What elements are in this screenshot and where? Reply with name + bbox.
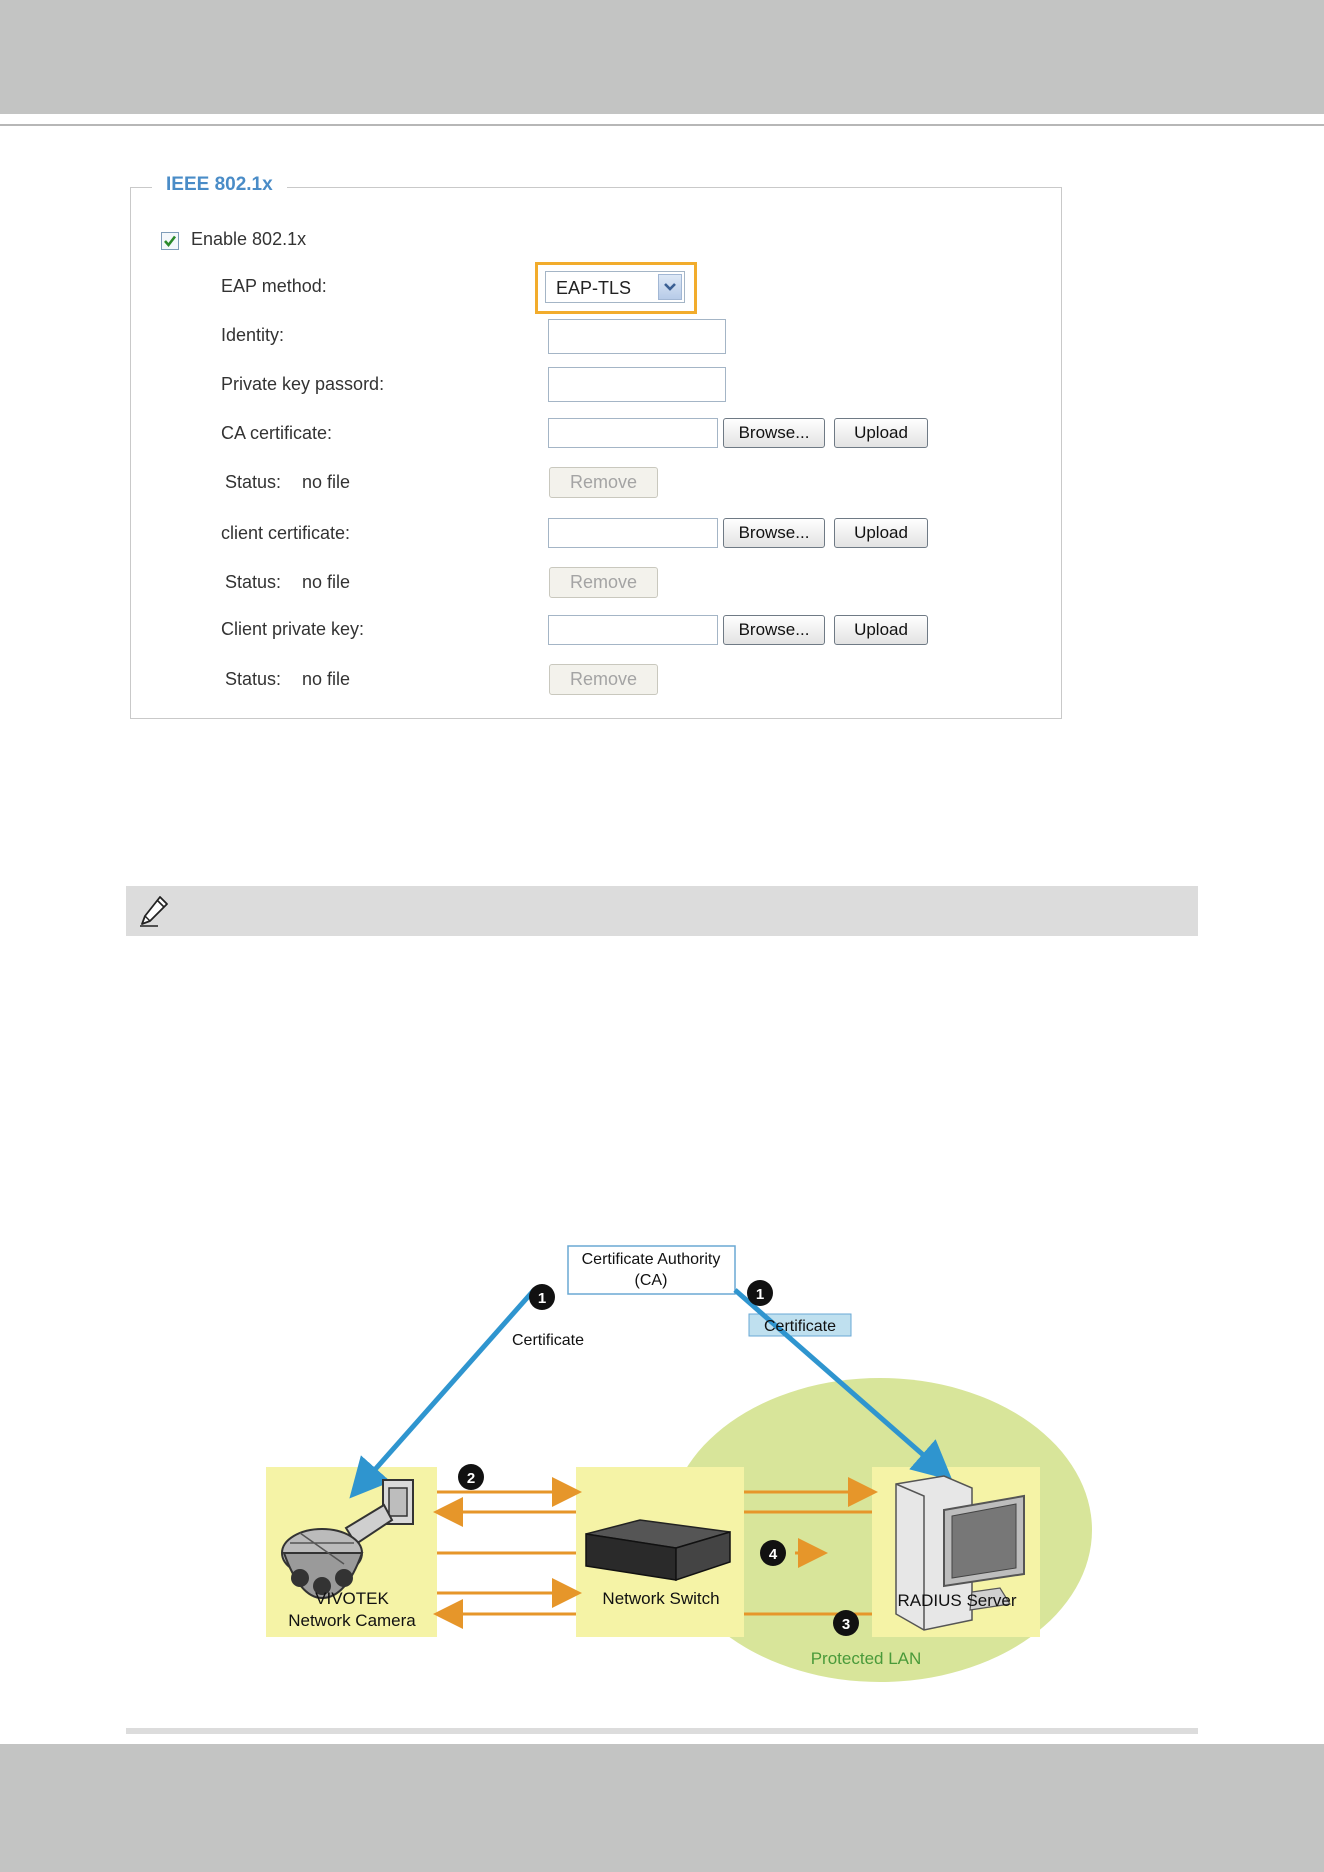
ca-certificate-label: CA certificate:	[221, 423, 333, 443]
camera-label-line2: Network Camera	[288, 1611, 416, 1630]
ca-status-label: Status:	[225, 472, 282, 492]
step-1-left-number: 1	[538, 1290, 546, 1307]
client-key-browse-button[interactable]: Browse...	[723, 615, 825, 645]
ca-certificate-file-input[interactable]	[548, 418, 718, 448]
client-certificate-label: client certificate:	[221, 523, 351, 543]
radius-server-icon	[895, 1475, 1025, 1631]
step-1-left-badge	[529, 1284, 555, 1310]
private-key-password-label: Private key passord:	[221, 374, 385, 394]
client-key-status-value: no file	[302, 669, 351, 689]
client-key-upload-button[interactable]: Upload	[834, 615, 928, 645]
client-cert-status-label: Status:	[225, 572, 282, 592]
client-certificate-file-input[interactable]	[548, 518, 718, 548]
client-key-status-label: Status:	[225, 669, 282, 689]
eap-method-label: EAP method:	[221, 276, 327, 296]
ca-browse-button[interactable]: Browse...	[723, 418, 825, 448]
camera-box	[266, 1467, 437, 1637]
network-switch-icon	[585, 1519, 731, 1582]
eap-method-value: EAP-TLS	[556, 278, 632, 298]
header-rule	[0, 124, 1324, 126]
client-key-remove-button[interactable]: Remove	[549, 664, 658, 695]
page-header-band	[0, 0, 1324, 114]
client-cert-upload-button[interactable]: Upload	[834, 518, 928, 548]
private-key-password-input[interactable]	[548, 367, 726, 402]
certificate-left-label: Certificate	[512, 1332, 584, 1349]
switch-label: Network Switch	[602, 1589, 719, 1608]
ca-to-camera-arrow	[349, 1288, 536, 1499]
ca-remove-button[interactable]: Remove	[549, 467, 658, 498]
certificate-right-label: Certificate	[764, 1318, 836, 1335]
identity-input[interactable]	[548, 319, 726, 354]
eap-method-highlight	[535, 262, 697, 314]
step-3-number: 3	[842, 1616, 850, 1633]
enable-8021x-label: Enable 802.1x	[191, 229, 307, 249]
page-footer-band	[0, 1744, 1324, 1872]
step-1-right-badge	[747, 1280, 773, 1306]
client-cert-browse-button[interactable]: Browse...	[723, 518, 825, 548]
ieee8021x-fieldset	[130, 187, 1062, 719]
step-4-badge	[760, 1540, 786, 1566]
client-private-key-label: Client private key:	[221, 619, 365, 639]
step-2-badge	[458, 1464, 484, 1490]
step-1-right-number: 1	[756, 1286, 764, 1303]
client-private-key-file-input[interactable]	[548, 615, 718, 645]
server-label: RADIUS Server	[897, 1591, 1016, 1610]
note-bar	[126, 886, 1198, 936]
ca-status-value: no file	[302, 472, 351, 492]
identity-label: Identity:	[221, 325, 285, 345]
server-box	[872, 1467, 1040, 1637]
certificate-right-box	[748, 1313, 852, 1337]
eap-method-select[interactable]: EAP-TLS	[545, 271, 685, 303]
client-cert-remove-button[interactable]: Remove	[549, 567, 658, 598]
fieldset-legend: IEEE 802.1x	[152, 174, 287, 196]
ca-label-line1: Certificate Authority	[582, 1251, 721, 1268]
enable-8021x-checkbox[interactable]	[161, 232, 179, 250]
footer-rule	[126, 1728, 1198, 1734]
ca-label-line2: (CA)	[635, 1272, 668, 1289]
chevron-down-icon	[664, 283, 676, 291]
protected-lan-area	[668, 1378, 1092, 1682]
dropdown-button[interactable]	[658, 274, 682, 300]
client-cert-status-value: no file	[302, 572, 351, 592]
pencil-icon	[140, 896, 168, 927]
step-4-number: 4	[769, 1546, 778, 1563]
checkmark-icon	[164, 235, 177, 248]
switch-box	[576, 1467, 744, 1637]
step-2-number: 2	[467, 1470, 475, 1487]
camera-label-line1: VIVOTEK	[315, 1589, 389, 1608]
ca-to-server-arrow	[733, 1288, 953, 1481]
ca-box	[567, 1245, 736, 1295]
ca-upload-button[interactable]: Upload	[834, 418, 928, 448]
step-3-badge	[833, 1610, 859, 1636]
protected-lan-label: Protected LAN	[811, 1649, 922, 1668]
network-camera-icon	[281, 1479, 414, 1600]
